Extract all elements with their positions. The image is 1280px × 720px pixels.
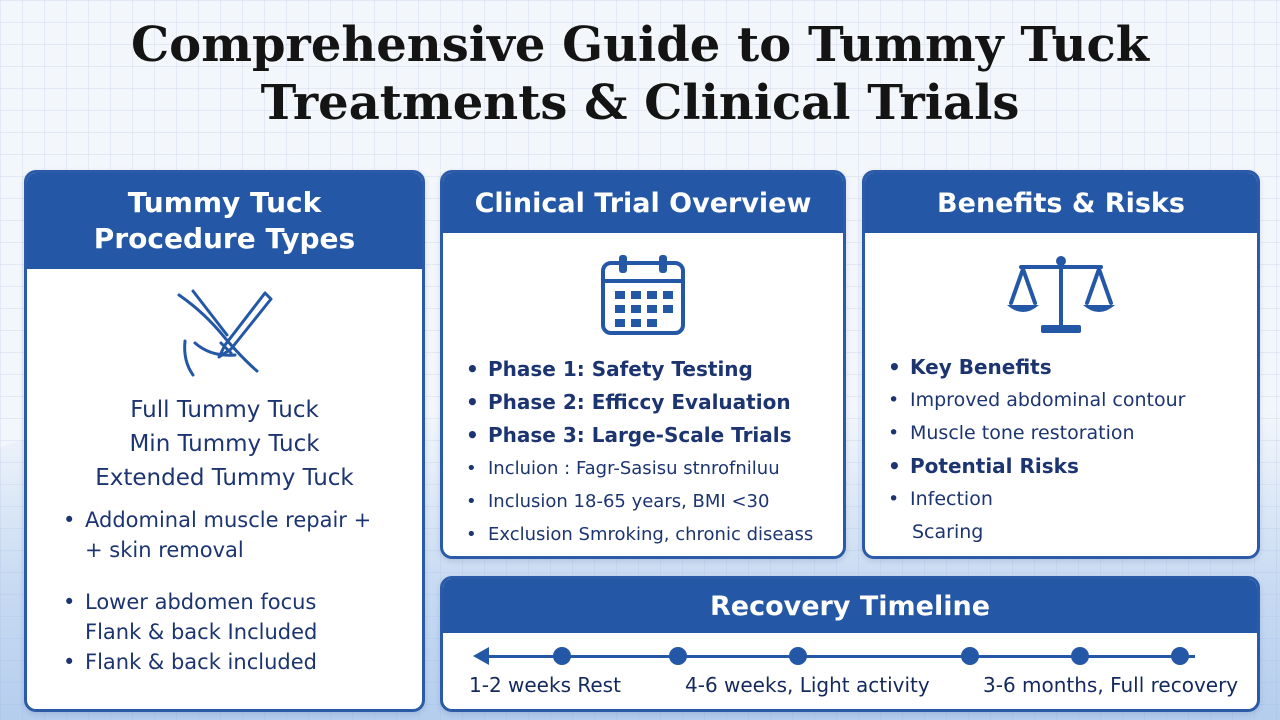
procedure-types-heading-line-1: Tummy Tuck	[127, 186, 322, 219]
timeline-dot	[553, 647, 571, 665]
procedure-detail-item: Flank & back included	[63, 647, 422, 677]
benefits-heading: Key Benefits	[888, 351, 1257, 384]
clinical-trial-list: Phase 1: Safety Testing Phase 2: Efficcy…	[466, 353, 843, 551]
procedure-detail-item: Addominal muscle repair +	[63, 505, 422, 535]
clinical-trial-panel: Clinical Trial Overview Phase 1: Safety …	[440, 170, 846, 559]
procedure-types-header: Tummy Tuck Procedure Types	[27, 173, 422, 269]
timeline-label: 1-2 weeks Rest	[469, 673, 621, 697]
list-spacer	[85, 565, 422, 587]
balance-scale-icon	[865, 253, 1257, 337]
timeline-label: 3-6 months, Full recovery	[983, 673, 1239, 697]
procedure-type-list: Full Tummy Tuck Min Tummy Tuck Extended …	[27, 393, 422, 495]
timeline-dot	[1171, 647, 1189, 665]
clinical-trial-heading: Clinical Trial Overview	[474, 187, 812, 219]
procedure-types-heading-line-2: Procedure Types	[93, 222, 356, 255]
timeline-dot	[961, 647, 979, 665]
calendar-icon	[443, 251, 843, 339]
recovery-timeline-heading: Recovery Timeline	[709, 590, 991, 622]
timeline-dot	[669, 647, 687, 665]
benefits-risks-heading: Benefits & Risks	[937, 187, 1185, 219]
recovery-timeline-panel: Recovery Timeline 1-2 weeks Rest 4-6 wee…	[440, 576, 1260, 712]
risk-item: Infection	[888, 483, 1257, 516]
procedure-detail-item: Flank & back Included	[85, 620, 318, 644]
benefits-risks-list: Key Benefits Improved abdominal contour …	[888, 351, 1257, 549]
arrow-left-icon	[473, 647, 489, 665]
recovery-timeline-header: Recovery Timeline	[443, 579, 1257, 633]
procedure-detail-item: + skin removal	[85, 538, 244, 562]
timeline-dot	[789, 647, 807, 665]
trial-phase-item: Phase 2: Efficcy Evaluation	[466, 386, 843, 419]
timeline-line	[485, 655, 1195, 658]
risks-heading: Potential Risks	[888, 450, 1257, 483]
timeline-label: 4-6 weeks, Light activity	[685, 673, 930, 697]
trial-criteria-item: Inclusion 18-65 years, BMI <30	[466, 485, 843, 518]
risk-item: Scaring	[912, 521, 984, 543]
page-title: Comprehensive Guide to Tummy Tuck Treatm…	[0, 16, 1280, 132]
procedure-detail-list: Addominal muscle repair + + skin removal…	[63, 505, 422, 677]
procedure-type-mini: Min Tummy Tuck	[129, 431, 320, 457]
timeline-dot	[1071, 647, 1089, 665]
benefits-risks-panel: Benefits & Risks Key Benefits Improved a…	[862, 170, 1260, 559]
title-line-1: Comprehensive Guide to Tummy Tuck	[130, 17, 1150, 73]
trial-phase-item: Phase 3: Large-Scale Trials	[466, 419, 843, 452]
scalpel-icon	[27, 283, 422, 383]
procedure-detail-item: Lower abdomen focus	[63, 587, 422, 617]
procedure-type-full: Full Tummy Tuck	[130, 397, 319, 423]
procedure-types-panel: Tummy Tuck Procedure Types Full Tummy Tu…	[24, 170, 425, 712]
procedure-type-extended: Extended Tummy Tuck	[95, 465, 354, 491]
trial-criteria-item: Incluion : Fagr-Sasisu stnrofniluu	[466, 452, 843, 485]
benefits-risks-header: Benefits & Risks	[865, 173, 1257, 233]
trial-criteria-item: Exclusion Smroking, chronic diseass	[466, 518, 843, 551]
benefit-item: Muscle tone restoration	[888, 417, 1257, 450]
trial-phase-item: Phase 1: Safety Testing	[466, 353, 843, 386]
title-line-2: Treatments & Clinical Trials	[260, 75, 1020, 131]
clinical-trial-header: Clinical Trial Overview	[443, 173, 843, 233]
recovery-timeline: 1-2 weeks Rest 4-6 weeks, Light activity…	[443, 633, 1257, 703]
benefit-item: Improved abdominal contour	[888, 384, 1257, 417]
